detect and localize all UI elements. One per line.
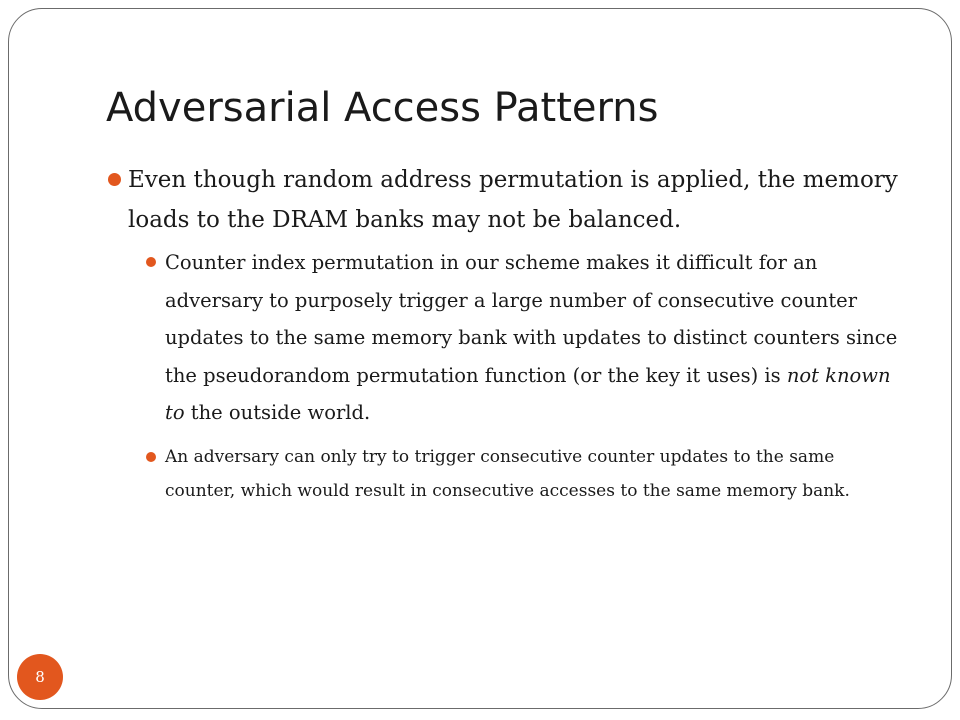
bullet-dot-icon	[146, 451, 156, 462]
bullet-dot-icon	[108, 173, 121, 186]
bullet-text: Even though random address permutation i…	[128, 167, 898, 233]
page-number: 8	[35, 668, 45, 686]
sub-bullet-text-before: Counter index permutation in our scheme …	[165, 251, 898, 387]
sub-bullet-text: An adversary can only try to trigger con…	[165, 446, 850, 501]
page-number-badge: 8	[17, 654, 63, 700]
sub-bullet: Counter index permutation in our scheme …	[143, 244, 906, 432]
sub-bullet: An adversary can only try to trigger con…	[143, 440, 906, 508]
sub-bullet-emphasis: not known to	[165, 363, 891, 425]
bullet-dot-icon	[146, 257, 156, 267]
slide-content: Even though random address permutation i…	[106, 160, 906, 508]
sub-bullet-text-after: the outside world.	[184, 401, 371, 424]
slide-title: Adversarial Access Patterns	[106, 85, 659, 131]
slide-frame	[8, 8, 952, 709]
bullet-level1: Even though random address permutation i…	[106, 160, 906, 240]
